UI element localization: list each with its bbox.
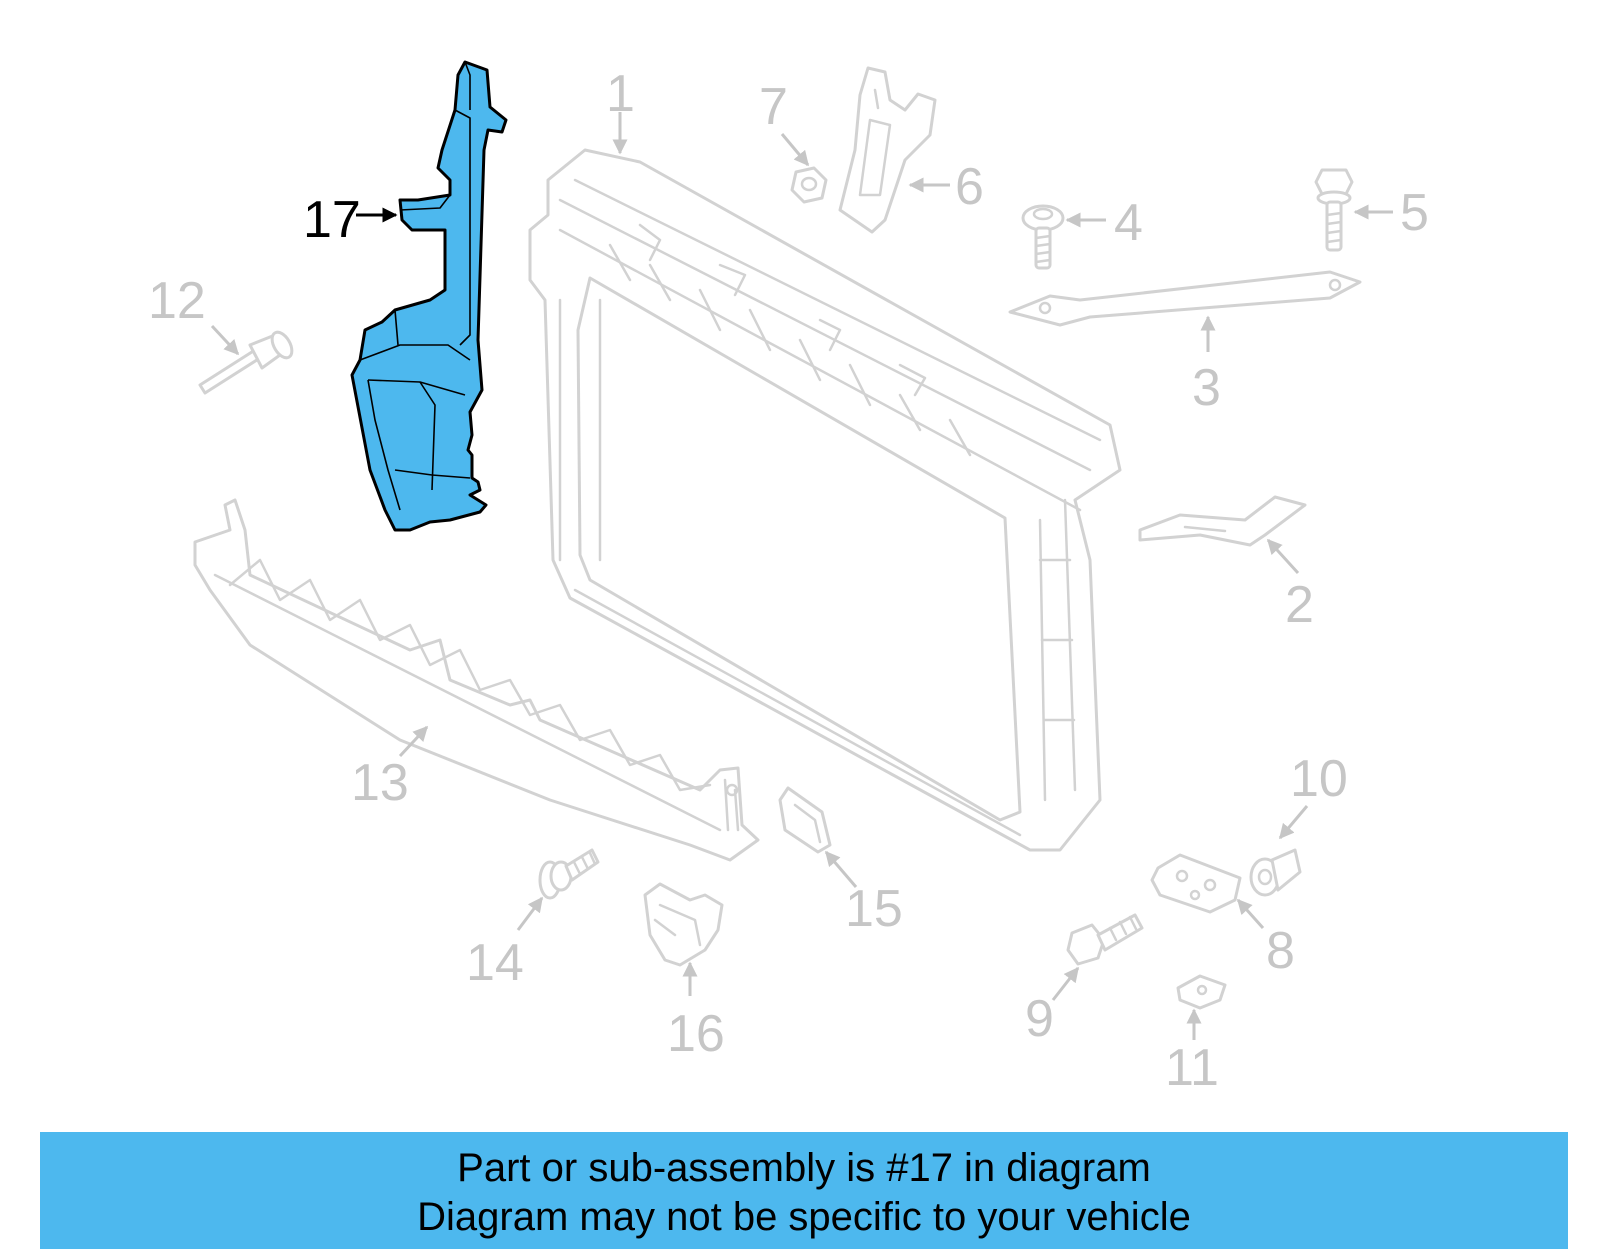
callout-1[interactable]: 1: [606, 65, 635, 123]
part-8-plate[interactable]: [1150, 853, 1242, 914]
callout-11[interactable]: 11: [1165, 1039, 1219, 1097]
callout-15[interactable]: 15: [845, 880, 903, 938]
part-17-air-guide[interactable]: [350, 60, 508, 532]
callout-14[interactable]: 14: [466, 934, 524, 992]
part-9-bolt[interactable]: [1066, 913, 1144, 966]
callout-7[interactable]: 7: [759, 78, 788, 136]
callout-16[interactable]: 16: [667, 1005, 725, 1063]
leader-lines: [210, 112, 1393, 1040]
part-11-clip[interactable]: [1176, 974, 1227, 1010]
callout-17[interactable]: 17: [303, 191, 361, 249]
part-12-pin[interactable]: [198, 329, 296, 395]
banner-line-1: Part or sub-assembly is #17 in diagram: [457, 1146, 1151, 1190]
callout-10[interactable]: 10: [1290, 750, 1348, 808]
callout-13[interactable]: 13: [351, 754, 409, 812]
part-13-lower-bar[interactable]: [193, 498, 760, 862]
part-3-brace[interactable]: [1008, 270, 1362, 327]
callout-2[interactable]: 2: [1285, 576, 1314, 634]
callout-5[interactable]: 5: [1400, 184, 1429, 242]
callout-6[interactable]: 6: [955, 158, 984, 216]
part-2-bracket[interactable]: [1138, 495, 1307, 547]
part-1-radiator-support[interactable]: [528, 148, 1122, 852]
part-7-nut[interactable]: [790, 166, 828, 204]
callout-4[interactable]: 4: [1114, 194, 1143, 252]
part-5-bolt[interactable]: [1314, 168, 1354, 252]
callout-3[interactable]: 3: [1192, 359, 1221, 417]
callout-8[interactable]: 8: [1266, 922, 1295, 980]
callouts: 1 2 3 4 5 6 7 8 9 10 11 12 13 14 15 16 1…: [148, 65, 1429, 1097]
callout-9[interactable]: 9: [1025, 990, 1054, 1048]
info-banner: Part or sub-assembly is #17 in diagram D…: [40, 1132, 1568, 1249]
part-4-bolt[interactable]: [1021, 204, 1065, 270]
callout-12[interactable]: 12: [148, 272, 206, 330]
part-10-nut[interactable]: [1249, 848, 1302, 897]
part-16-bracket[interactable]: [643, 882, 724, 967]
part-6-bracket[interactable]: [838, 66, 937, 234]
banner-line-2: Diagram may not be specific to your vehi…: [417, 1195, 1191, 1239]
part-15-clip[interactable]: [778, 786, 832, 854]
part-14-bolt[interactable]: [538, 848, 600, 900]
